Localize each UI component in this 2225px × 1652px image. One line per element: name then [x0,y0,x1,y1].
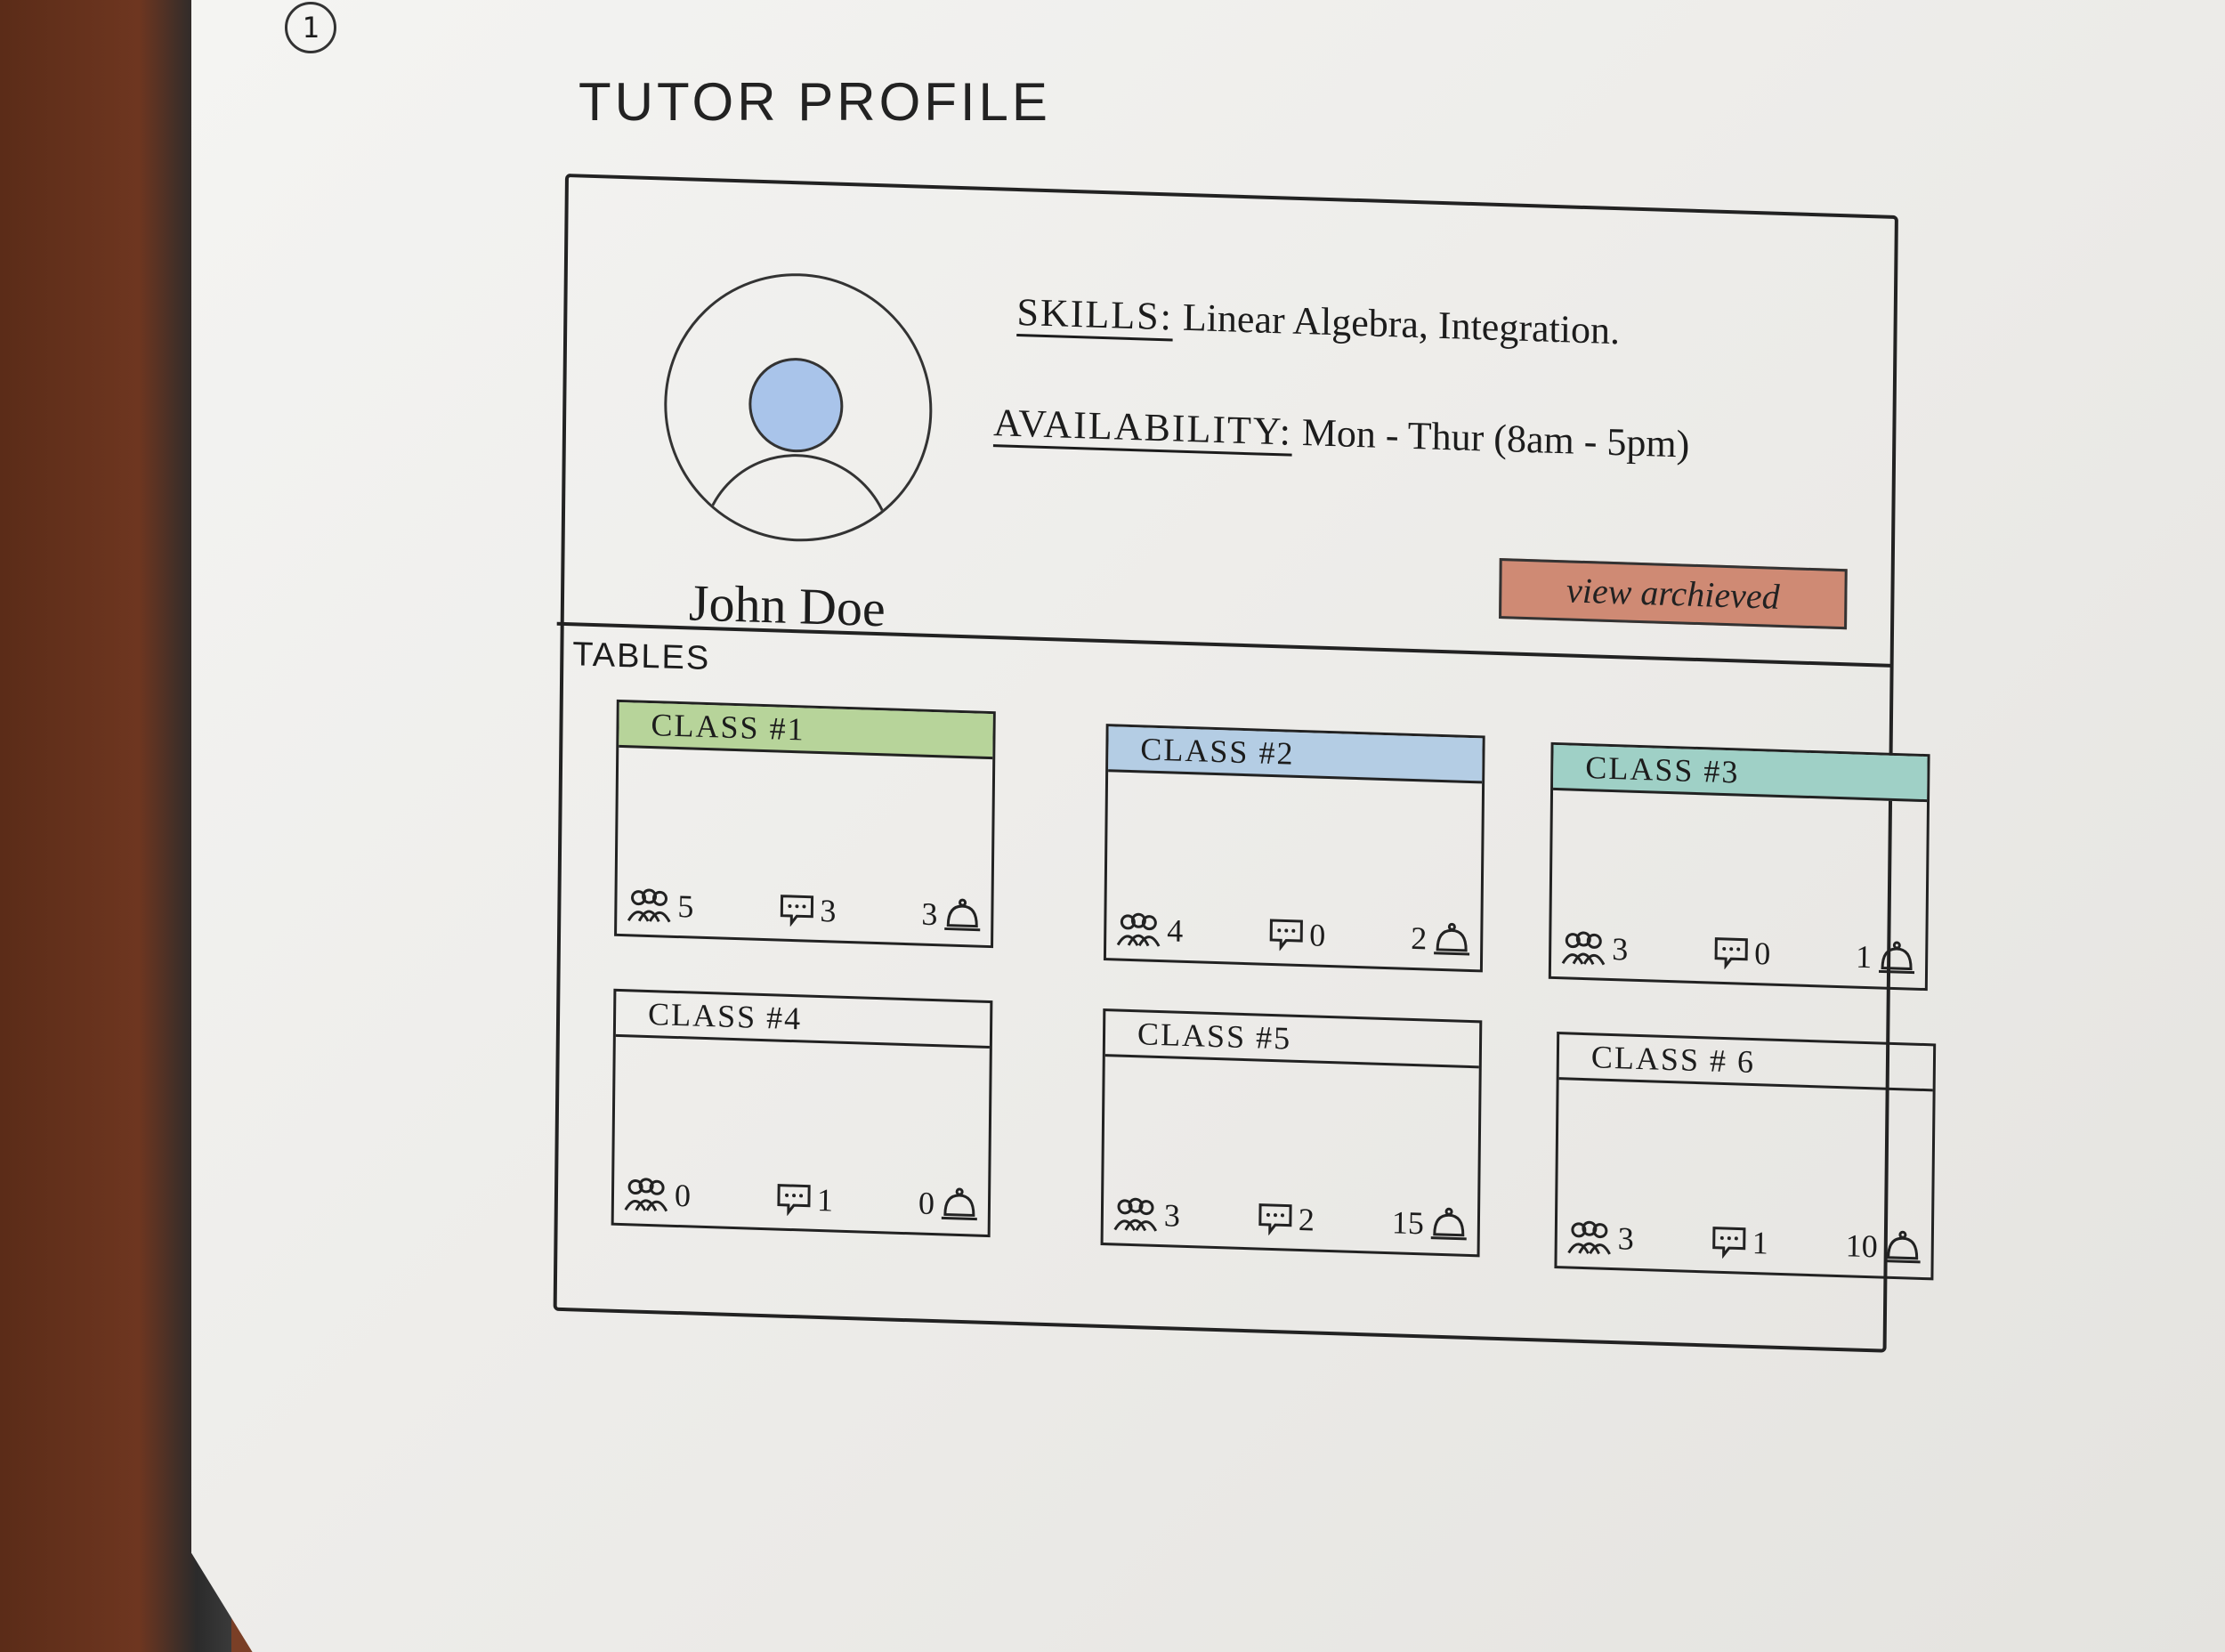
service-bell-icon [1883,1229,1922,1266]
chat-bubble-icon [1713,935,1749,970]
page-title: TUTOR PROFILE [578,72,1051,132]
service-bell-icon [1877,939,1916,976]
tables-section-label: TABLES [572,636,711,678]
class-card[interactable]: CLASS #1 5 3 3 [614,699,996,949]
messages-stat: 0 [1713,934,1770,973]
messages-stat: 3 [779,891,837,930]
requests-stat: 2 [1411,919,1471,959]
messages-stat-count: 0 [1309,917,1326,953]
class-card-title: CLASS #4 [615,991,991,1049]
requests-stat-count: 10 [1845,1227,1878,1265]
skills-label: SKILLS: [1016,289,1174,339]
avatar-head-icon [748,356,844,454]
class-card[interactable]: CLASS # 6 3 1 10 [1554,1032,1937,1281]
requests-stat: 0 [918,1185,979,1224]
messages-stat: 1 [776,1180,833,1219]
requests-stat-count: 3 [921,895,938,933]
requests-stat: 1 [1856,938,1916,977]
people-icon [1112,1195,1159,1233]
class-card[interactable]: CLASS #4 0 1 0 [611,988,993,1238]
service-bell-icon [1429,1206,1468,1243]
students-stat: 4 [1115,910,1183,949]
class-card-stats: 3 2 15 [1112,1194,1468,1243]
class-card-stats: 0 1 0 [623,1175,979,1224]
service-bell-icon [1432,921,1471,958]
requests-stat-count: 15 [1391,1204,1425,1242]
availability-row: AVAILABILITY: Mon - Thur (8am - 5pm) [993,400,1690,467]
students-stat-count: 3 [1611,931,1629,968]
people-icon [1566,1219,1613,1256]
class-card-title: CLASS #1 [619,701,993,760]
service-bell-icon [940,1186,979,1222]
class-card-title: CLASS #3 [1553,744,1928,803]
skills-row: SKILLS: Linear Algebra, Integration. [1016,289,1620,353]
messages-stat-count: 0 [1753,935,1771,972]
requests-stat: 15 [1392,1203,1468,1243]
page-number: 1 [285,2,336,53]
class-card-stats: 3 1 10 [1566,1218,1922,1267]
messages-stat: 0 [1268,915,1325,954]
messages-stat: 1 [1711,1223,1768,1262]
requests-stat: 10 [1846,1227,1922,1267]
chat-bubble-icon [779,893,814,927]
availability-label: AVAILABILITY: [992,401,1293,454]
skills-value: Linear Algebra, Integration. [1182,295,1621,353]
paper-sheet [191,0,2225,1652]
section-divider [556,621,1892,668]
messages-stat-count: 1 [1752,1224,1768,1261]
people-icon [1115,911,1161,948]
class-card[interactable]: CLASS #3 3 0 1 [1548,741,1930,992]
requests-stat-count: 0 [918,1185,935,1222]
messages-stat-count: 3 [820,893,837,929]
chat-bubble-icon [1711,1225,1747,1259]
chat-bubble-icon [776,1182,812,1217]
service-bell-icon [943,896,982,933]
chat-bubble-icon [1268,917,1304,952]
class-card-stats: 4 0 2 [1115,910,1471,959]
students-stat: 3 [1560,928,1628,968]
students-stat-count: 3 [1163,1197,1181,1234]
class-card[interactable]: CLASS #2 4 0 2 [1103,724,1485,973]
class-card[interactable]: CLASS #5 3 2 15 [1100,1008,1483,1258]
people-icon [1560,929,1606,967]
tutor-profile-window: John Doe SKILLS: Linear Algebra, Integra… [553,174,1937,1353]
students-stat-count: 3 [1617,1220,1635,1257]
requests-stat-count: 1 [1855,938,1873,976]
students-stat-count: 4 [1167,912,1184,949]
messages-stat-count: 1 [816,1181,834,1219]
view-archived-button[interactable]: view archieved [1499,558,1848,630]
people-icon [626,887,672,924]
avatar [662,269,934,546]
people-icon [623,1176,669,1213]
class-card-title: CLASS #2 [1108,726,1483,784]
class-card-title: CLASS #5 [1104,1011,1480,1069]
requests-stat-count: 2 [1411,919,1428,957]
students-stat: 3 [1566,1218,1634,1257]
students-stat: 0 [623,1175,691,1214]
students-stat-count: 0 [674,1177,692,1214]
students-stat-count: 5 [677,888,694,925]
avatar-body-icon [700,450,894,546]
class-card-title: CLASS # 6 [1558,1034,1934,1092]
availability-value: Mon - Thur (8am - 5pm) [1301,410,1690,466]
students-stat: 5 [626,886,694,925]
chat-bubble-icon [1258,1202,1293,1236]
requests-stat: 3 [921,895,982,935]
class-card-stats: 5 3 3 [626,886,982,935]
messages-stat: 2 [1258,1200,1315,1239]
messages-stat-count: 2 [1298,1201,1315,1238]
students-stat: 3 [1112,1194,1180,1234]
class-card-stats: 3 0 1 [1560,928,1916,977]
